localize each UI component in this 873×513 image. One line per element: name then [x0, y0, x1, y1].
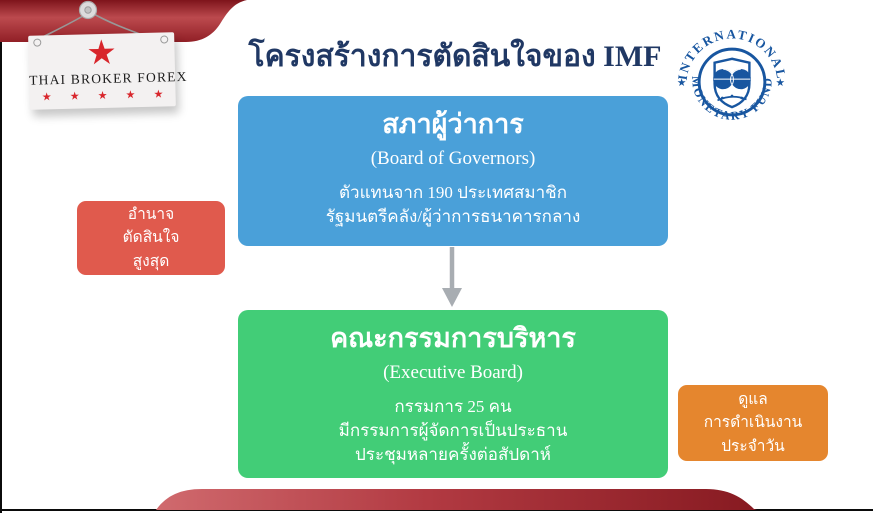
governors-line: ตัวแทนจาก 190 ประเทศสมาชิก: [339, 182, 567, 202]
bottom-ribbon-decoration: [156, 489, 757, 510]
thai-broker-forex-logo: ★ THAI BROKER FOREX ★ ★ ★ ★ ★: [28, 32, 188, 110]
executive-board-box: คณะกรรมการบริหาร (Executive Board) กรรมก…: [238, 310, 668, 478]
executive-line: กรรมการ 25 คน: [394, 396, 512, 416]
imf-logo-icon: INTERNATIONAL MONETARY FUND ★ ★: [675, 26, 788, 123]
callout-line: สูงสุด: [132, 252, 170, 270]
page-title: โครงสร้างการตัดสินใจของ IMF: [248, 40, 662, 73]
board-of-governors-box: สภาผู้ว่าการ (Board of Governors) ตัวแทน…: [238, 96, 668, 246]
star-row-icon: ★ ★ ★ ★ ★: [41, 88, 164, 104]
executive-line: มีกรรมการผู้จัดการเป็นประธาน: [338, 420, 568, 440]
executive-line: ประชุมหลายครั้งต่อสัปดาห์: [355, 444, 551, 464]
down-arrow-icon: [442, 247, 462, 307]
left-frame-line: [0, 0, 2, 513]
bottom-frame-line: [0, 509, 873, 511]
callout-line: ประจำวัน: [721, 437, 785, 455]
governors-title: สภาผู้ว่าการ: [382, 109, 524, 139]
executive-subtitle: (Executive Board): [383, 361, 523, 383]
seal-star-left-icon: ★: [677, 77, 687, 89]
callout-line: ตัดสินใจ: [122, 229, 180, 247]
brand-name: THAI BROKER FOREX: [29, 68, 188, 88]
callout-line: ดูแล: [738, 391, 768, 409]
top-ribbon-decoration: [0, 0, 247, 42]
governors-subtitle: (Board of Governors): [370, 147, 536, 169]
daily-operations-callout: ดูแล การดำเนินงาน ประจำวัน: [678, 385, 828, 461]
supreme-authority-callout: อำนาจ ตัดสินใจ สูงสุด: [77, 201, 225, 275]
callout-line: อำนาจ: [127, 206, 175, 224]
governors-line: รัฐมนตรีคลัง/ผู้ว่าการธนาคารกลาง: [325, 206, 581, 226]
executive-title: คณะกรรมการบริหาร: [330, 323, 576, 353]
star-icon: ★: [85, 33, 118, 73]
seal-star-right-icon: ★: [776, 77, 786, 89]
seal-inner-circle: [697, 47, 767, 117]
callout-line: การดำเนินงาน: [703, 414, 803, 432]
